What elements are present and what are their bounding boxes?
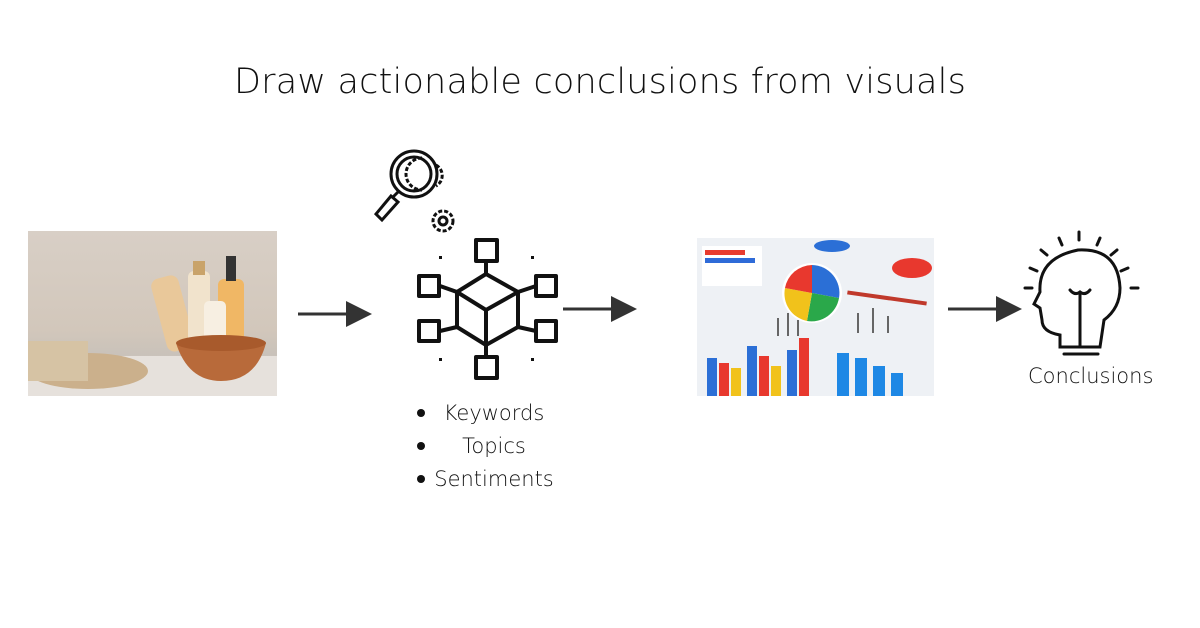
page-title: Draw actionable conclusions from visuals (233, 62, 967, 102)
list-item: Topics (414, 431, 574, 464)
arrow-right-icon (298, 301, 372, 327)
arrow-right-icon (563, 296, 637, 322)
list-item: Keywords (414, 398, 574, 431)
arrow-right-icon (948, 296, 1022, 322)
analysis-output-list: Keywords Topics Sentiments (414, 398, 574, 497)
magnifier-gear-icon (373, 149, 455, 233)
head-lightbulb-icon (1023, 230, 1140, 356)
cosmetics-product-photo (28, 231, 277, 396)
charts-printout-photo (697, 238, 934, 396)
list-item: Sentiments (414, 464, 574, 497)
conclusions-label: Conclusions (1028, 364, 1154, 388)
cube-network-icon (417, 238, 558, 380)
